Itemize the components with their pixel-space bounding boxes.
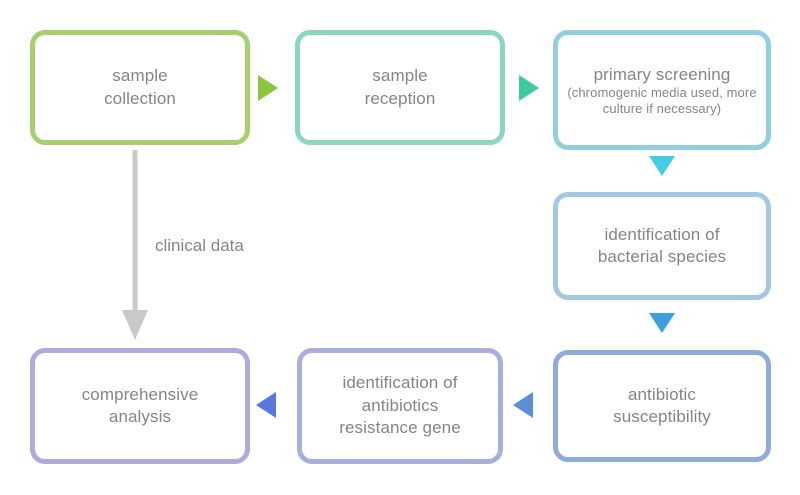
node-sample-collection[interactable]: sample collection — [30, 30, 250, 145]
node-primary-screening-sub: (chromogenic media used, more culture if… — [567, 84, 757, 116]
clinical-data-label: clinical data — [155, 236, 244, 255]
node-comprehensive-analysis-line2: analysis — [108, 407, 172, 426]
node-sample-reception-line2: reception — [364, 88, 436, 108]
node-antibiotic-susceptibility-line2: susceptibility — [613, 407, 711, 426]
arrow-reception-to-screening-icon — [519, 75, 539, 101]
node-primary-screening[interactable]: primary screening (chromogenic media use… — [553, 30, 771, 150]
arrow-screening-to-species-icon — [649, 156, 675, 176]
node-sample-reception-line1: sample — [372, 66, 428, 86]
node-identification-species-line2: bacterial species — [597, 247, 727, 266]
node-identification-species-label: identification of bacterial species — [590, 224, 734, 269]
node-resistance-gene-line2: antibiotics — [361, 395, 439, 415]
node-comprehensive-analysis-line1: comprehensive — [81, 384, 199, 404]
node-antibiotic-susceptibility-label: antibiotic susceptibility — [605, 384, 719, 429]
node-sample-collection-label: sample collection — [96, 65, 184, 110]
arrow-species-to-susceptibility-icon — [649, 313, 675, 333]
node-resistance-gene-line1: identification of — [342, 373, 458, 393]
node-identification-species[interactable]: identification of bacterial species — [553, 192, 771, 300]
arrow-susceptibility-to-gene-icon — [513, 392, 533, 418]
node-primary-screening-main: primary screening — [593, 64, 731, 84]
node-primary-screening-label: primary screening (chromogenic media use… — [558, 64, 766, 117]
node-resistance-gene-label: identification of antibiotics resistance… — [331, 372, 469, 439]
node-resistance-gene-line3: resistance gene — [339, 418, 461, 438]
arrow-gene-to-analysis-icon — [256, 392, 276, 418]
node-resistance-gene[interactable]: identification of antibiotics resistance… — [297, 348, 503, 464]
node-comprehensive-analysis-label: comprehensive analysis — [74, 384, 207, 429]
clinical-data-arrow-icon — [122, 150, 148, 340]
node-sample-reception[interactable]: sample reception — [295, 30, 505, 145]
node-sample-collection-line1: sample — [112, 66, 168, 86]
node-sample-collection-line2: collection — [104, 88, 176, 108]
node-sample-reception-label: sample reception — [357, 65, 444, 110]
arrow-collection-to-reception-icon — [258, 75, 278, 101]
node-antibiotic-susceptibility-line1: antibiotic — [627, 384, 697, 404]
node-identification-species-line1: identification of — [604, 224, 720, 244]
node-antibiotic-susceptibility[interactable]: antibiotic susceptibility — [553, 350, 771, 462]
node-comprehensive-analysis[interactable]: comprehensive analysis — [30, 348, 250, 464]
